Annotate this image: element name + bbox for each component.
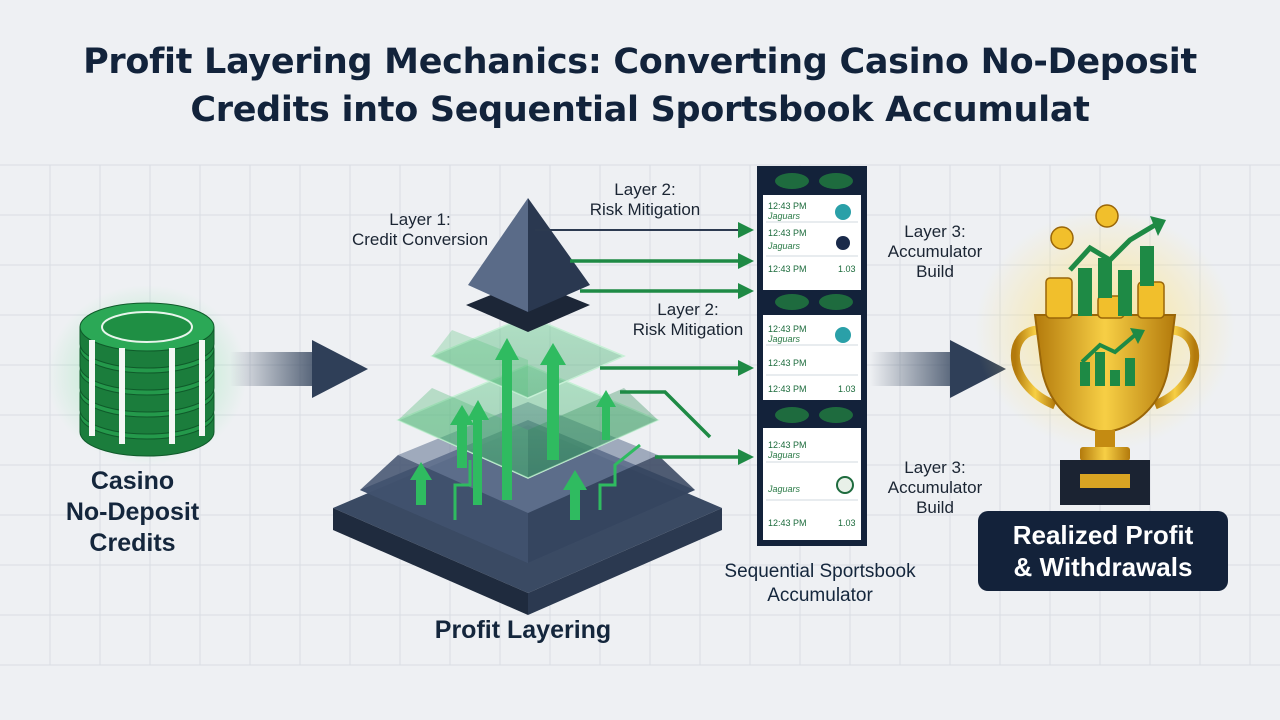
- casino-credits-label: Casino No-Deposit Credits: [40, 466, 225, 559]
- layer3-label-top: Layer 3: Accumulator Build: [870, 222, 1000, 282]
- team-logo-icon: [835, 327, 851, 343]
- ticket-time: 12:43 PM: [768, 440, 807, 450]
- layer-subtitle: Risk Mitigation: [589, 200, 701, 219]
- ticket-team: Jaguars: [767, 334, 801, 344]
- layer-title: Layer 3:: [904, 458, 966, 477]
- profit-layering-label: Profit Layering: [434, 616, 612, 644]
- ticket-time: 12:43 PM: [768, 201, 807, 211]
- layer-subtitle: Build: [916, 498, 954, 517]
- layer-subtitle: Credit Conversion: [351, 230, 489, 249]
- accumulator-tickets: [757, 166, 867, 546]
- team-logo-icon: [836, 476, 854, 494]
- layer-subtitle: Risk Mitigation: [632, 320, 744, 339]
- ticket-team: Jaguars: [767, 484, 801, 494]
- layer1-label: Layer 1: Credit Conversion: [340, 210, 500, 250]
- growth-arrow-icon: [410, 338, 616, 520]
- ticket-odds: 1.03: [838, 264, 856, 274]
- layer3-label-bottom: Layer 3: Accumulator Build: [870, 458, 1000, 518]
- trophy-icon: [975, 204, 1235, 505]
- page-title: Profit Layering Mechanics: Converting Ca…: [83, 42, 1197, 130]
- casino-label-line: Credits: [89, 529, 176, 557]
- layer-subtitle: Build: [916, 262, 954, 281]
- ticket-time: 12:43 PM: [768, 264, 807, 274]
- layer-subtitle: Accumulator: [887, 242, 983, 261]
- casino-label-line: No-Deposit: [65, 498, 200, 526]
- layer2-label-bottom: Layer 2: Risk Mitigation: [608, 300, 768, 340]
- layer-title: Layer 3:: [904, 222, 966, 241]
- ticket-time: 12:43 PM: [768, 384, 807, 394]
- ticket-team: Jaguars: [767, 241, 801, 251]
- ticket-time: 12:43 PM: [768, 324, 807, 334]
- poker-chip-stack-icon: [47, 285, 247, 465]
- ticket-time: 12:43 PM: [768, 358, 807, 368]
- ticket-time: 12:43 PM: [768, 518, 807, 528]
- ticket-team: Jaguars: [767, 211, 801, 221]
- layer2-label-top: Layer 2: Risk Mitigation: [565, 180, 725, 220]
- layer-title: Layer 2:: [657, 300, 719, 319]
- pyramid: [333, 198, 722, 615]
- layer-title: Layer 2:: [614, 180, 676, 199]
- sportsbook-label-line: Accumulator: [767, 585, 873, 606]
- team-logo-icon: [835, 204, 851, 220]
- ticket-odds: 1.03: [838, 384, 856, 394]
- flow-arrow-casino-to-pyramid: [230, 340, 368, 398]
- flow-arrows-to-accumulator: [535, 222, 754, 465]
- chip-top: [79, 302, 215, 369]
- layer-title: Layer 1:: [389, 210, 451, 229]
- ticket-time: 12:43 PM: [768, 228, 807, 238]
- profit-label-line: Realized Profit: [1012, 520, 1194, 550]
- team-logo-icon: [836, 236, 850, 250]
- casino-label-line: Casino: [90, 467, 175, 495]
- sportsbook-label-line: Sequential Sportsbook: [724, 561, 916, 582]
- ticket-team: Jaguars: [767, 450, 801, 460]
- layer-subtitle: Accumulator: [887, 478, 983, 497]
- flow-arrow-to-profit: [870, 340, 1006, 398]
- ticket-odds: 1.03: [838, 518, 856, 528]
- realized-profit-box: Realized Profit & Withdrawals: [978, 511, 1228, 591]
- profit-label-line: & Withdrawals: [1013, 552, 1193, 582]
- bet-ticket: [763, 294, 861, 400]
- sportsbook-accumulator-label: Sequential Sportsbook Accumulator: [690, 560, 950, 608]
